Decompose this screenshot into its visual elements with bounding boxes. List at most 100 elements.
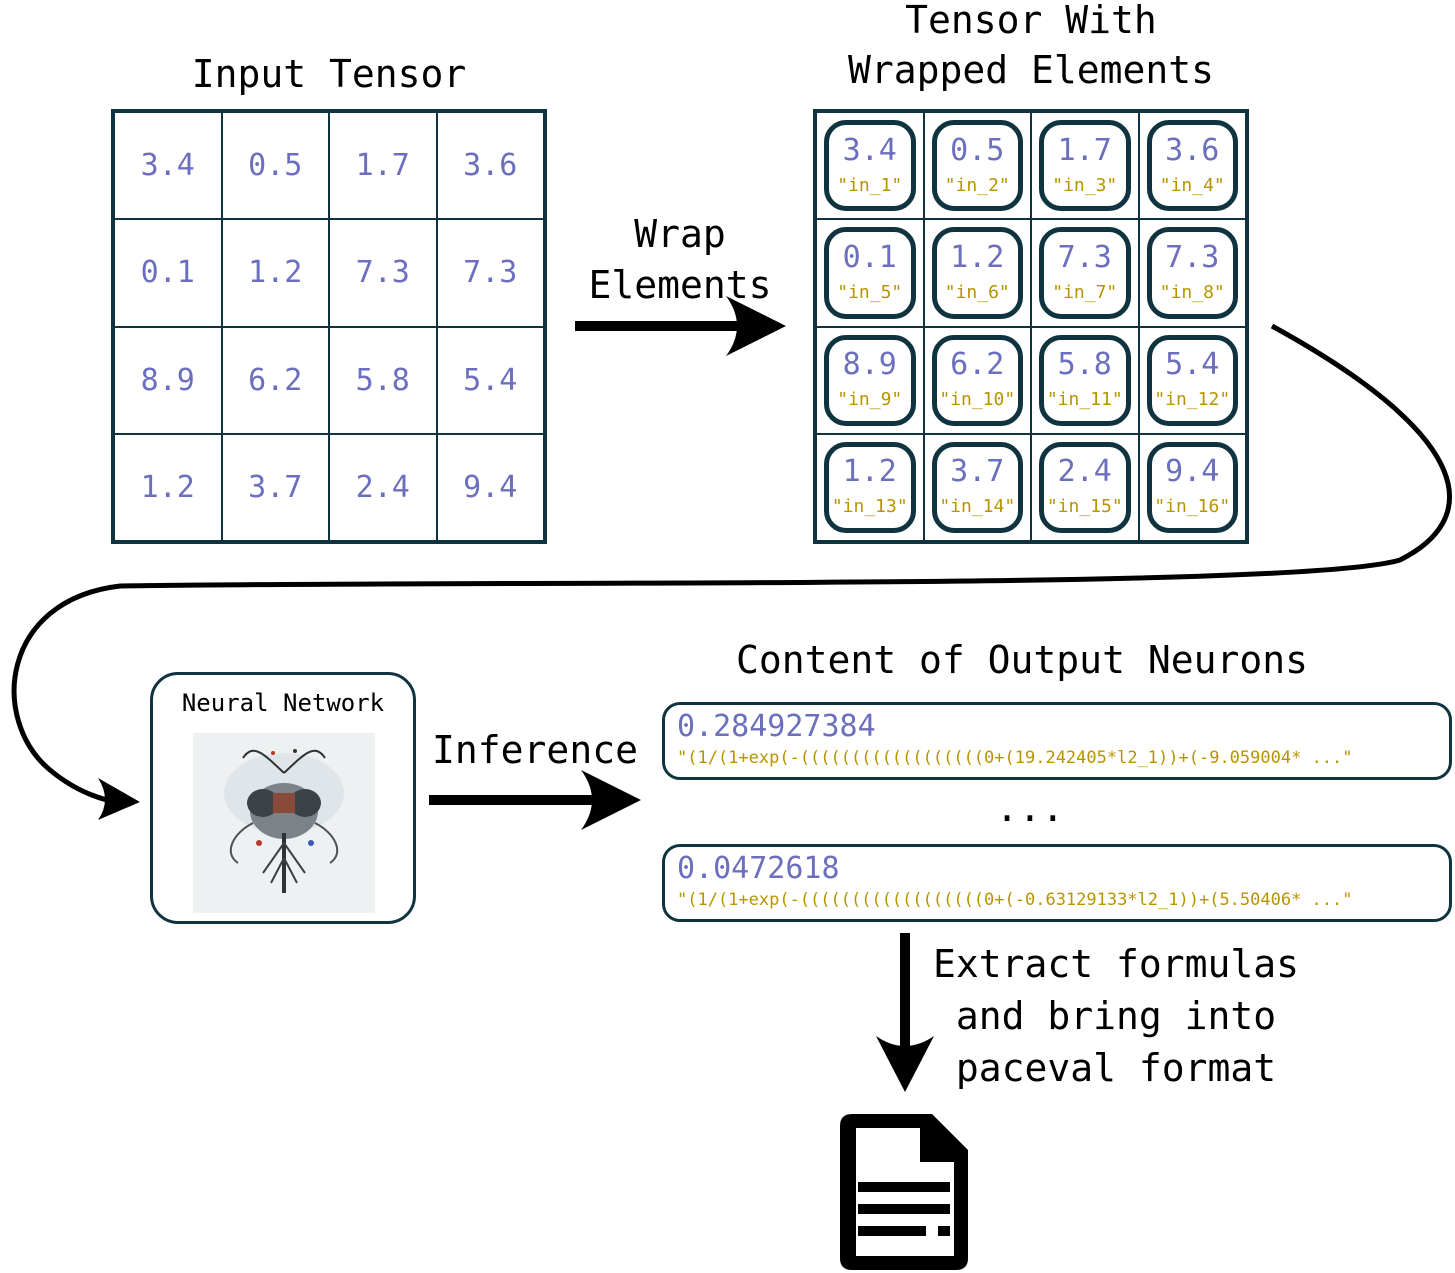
wrapped-element: 3.4 "in_1" — [824, 120, 916, 212]
wrapped-element-value: 7.3 — [1165, 239, 1220, 275]
wrapped-element-value: 7.3 — [1057, 239, 1112, 275]
wrapped-element-name: "in_9" — [837, 389, 903, 411]
wrapped-element-value: 8.9 — [842, 347, 897, 383]
wrapped-tensor-cell: 9.4 "in_16" — [1138, 433, 1246, 541]
wrapped-tensor-title-line1: Tensor With — [905, 0, 1157, 42]
wrapped-tensor-cell: 1.2"in_13" — [816, 433, 924, 541]
extract-label-line1: Extract formulas — [932, 942, 1300, 986]
neural-network-title: Neural Network — [181, 689, 385, 717]
wrapped-element-name: "in_11" — [1046, 389, 1123, 411]
wrapped-element: 1.2"in_13" — [824, 441, 916, 533]
neural-network-image — [193, 733, 375, 913]
wrapped-element: 9.4 "in_16" — [1146, 441, 1238, 533]
input-tensor-cell: 3.7 — [221, 433, 329, 541]
wrapped-element-value: 3.4 — [842, 132, 897, 168]
input-tensor-cell: 3.4 — [114, 112, 222, 220]
wrapped-element-name: "in_7" — [1052, 281, 1118, 303]
wrapped-tensor-cell: 3.4 "in_1" — [816, 112, 924, 220]
wrapped-tensor-cell: 5.8 "in_11" — [1031, 326, 1139, 434]
wrapped-tensor-cell: 0.5"in_2" — [923, 112, 1031, 220]
wrapped-tensor-grid: 3.4 "in_1" 0.5"in_2" 1.7 "in_3" 3.6 "in_4" 0.1 "… — [813, 109, 1249, 544]
wrapped-element-value: 9.4 — [1165, 454, 1220, 490]
wrapped-tensor-cell: 7.3 "in_7" — [1031, 219, 1139, 327]
wrapped-element-value: 0.5 — [950, 132, 1005, 168]
wrapped-element-name: "in_8" — [1159, 281, 1225, 303]
wrapped-element-value: 2.4 — [1057, 454, 1112, 490]
wrapped-element: 0.1 "in_5" — [824, 227, 916, 319]
input-tensor-cell: 0.1 — [114, 219, 222, 327]
wrapped-tensor-title-line2: Wrapped Elements — [847, 48, 1215, 92]
input-tensor-cell: 6.2 — [221, 326, 329, 434]
wrap-label-line1: Wrap — [634, 212, 726, 256]
wrapped-element-name: "in_6" — [944, 281, 1010, 303]
wrapped-element: 5.4 "in_12" — [1146, 334, 1238, 426]
wrapped-element-name: "in_3" — [1052, 174, 1118, 196]
wrapped-element-value: 1.2 — [950, 239, 1005, 275]
wrapped-element-name: "in_16" — [1154, 496, 1231, 518]
input-tensor-cell: 8.9 — [114, 326, 222, 434]
input-tensor-cell: 5.4 — [436, 326, 544, 434]
output-neuron-last: 0.0472618 "(1/(1+exp(-((((((((((((((((((… — [662, 844, 1452, 922]
wrapped-tensor-cell: 2.4 "in_15" — [1031, 433, 1139, 541]
input-tensor-cell: 1.2 — [221, 219, 329, 327]
wrapped-element-name: "in_4" — [1159, 174, 1225, 196]
wrapped-element: 1.7 "in_3" — [1039, 120, 1131, 212]
output-formula: "(1/(1+exp(-((((((((((((((((((0+(19.2424… — [677, 748, 1353, 768]
wrapped-element-value: 1.7 — [1057, 132, 1112, 168]
input-tensor-cell: 9.4 — [436, 433, 544, 541]
wrapped-element: 7.3 "in_8" — [1146, 227, 1238, 319]
wrapped-element: 8.9 "in_9" — [824, 334, 916, 426]
curve-connector — [11, 323, 1453, 805]
curve-arrowhead-icon — [98, 778, 140, 820]
input-tensor-title: Input Tensor — [191, 52, 467, 96]
wrapped-element: 3.7 "in_14" — [931, 441, 1023, 533]
wrapped-element-name: "in_15" — [1046, 496, 1123, 518]
wrapped-element-name: "in_1" — [837, 174, 903, 196]
wrapped-tensor-cell: 1.2 "in_6" — [923, 219, 1031, 327]
input-tensor-cell: 1.2 — [114, 433, 222, 541]
wrapped-tensor-cell: 6.2 "in_10" — [923, 326, 1031, 434]
wrapped-element-value: 0.1 — [842, 239, 897, 275]
wrapped-tensor-cell: 0.1 "in_5" — [816, 219, 924, 327]
wrapped-element-value: 1.2 — [842, 454, 897, 490]
input-tensor-cell: 0.5 — [221, 112, 329, 220]
wrapped-element-value: 5.4 — [1165, 347, 1220, 383]
wrapped-element: 3.6 "in_4" — [1146, 120, 1238, 212]
arrow-right-icon — [575, 296, 786, 356]
wrapped-element-name: "in_14" — [939, 496, 1016, 518]
wrapped-element: 1.2 "in_6" — [931, 227, 1023, 319]
wrapped-element-value: 5.8 — [1057, 347, 1112, 383]
input-tensor-cell: 2.4 — [329, 433, 437, 541]
input-tensor-cell: 5.8 — [329, 326, 437, 434]
input-tensor-cell: 1.7 — [329, 112, 437, 220]
wrapped-element-name: "in_12" — [1154, 389, 1231, 411]
wrapped-element-name: "in_10" — [939, 389, 1016, 411]
output-value: 0.284927384 — [677, 709, 876, 744]
output-neuron-first: 0.284927384 "(1/(1+exp(-((((((((((((((((… — [662, 702, 1452, 780]
input-tensor-cell: 7.3 — [436, 219, 544, 327]
wrapped-element: 7.3 "in_7" — [1039, 227, 1131, 319]
wrapped-element-name: "in_5" — [837, 281, 903, 303]
extract-label-line2: and bring into — [955, 994, 1277, 1038]
output-value: 0.0472618 — [677, 851, 840, 886]
wrapped-tensor-cell: 3.6 "in_4" — [1138, 112, 1246, 220]
extract-label-line3: paceval format — [955, 1046, 1277, 1090]
wrapped-element: 0.5"in_2" — [931, 120, 1023, 212]
inference-label: Inference — [432, 728, 638, 772]
wrapped-tensor-cell: 8.9 "in_9" — [816, 326, 924, 434]
wrapped-element-value: 6.2 — [950, 347, 1005, 383]
wrapped-tensor-cell: 1.7 "in_3" — [1031, 112, 1139, 220]
neural-network-box: Neural Network — [150, 672, 416, 924]
output-neurons-title: Content of Output Neurons — [736, 638, 1308, 682]
wrapped-tensor-cell: 5.4 "in_12" — [1138, 326, 1246, 434]
arrow-right-icon — [429, 770, 641, 830]
wrapped-element: 2.4 "in_15" — [1039, 441, 1131, 533]
wrapped-element-value: 3.6 — [1165, 132, 1220, 168]
arrow-down-icon — [876, 933, 934, 1092]
wrapped-element: 5.8 "in_11" — [1039, 334, 1131, 426]
wrapped-element-value: 3.7 — [950, 454, 1005, 490]
wrapped-tensor-cell: 7.3 "in_8" — [1138, 219, 1246, 327]
output-formula: "(1/(1+exp(-((((((((((((((((((0+(-0.6312… — [677, 890, 1353, 910]
